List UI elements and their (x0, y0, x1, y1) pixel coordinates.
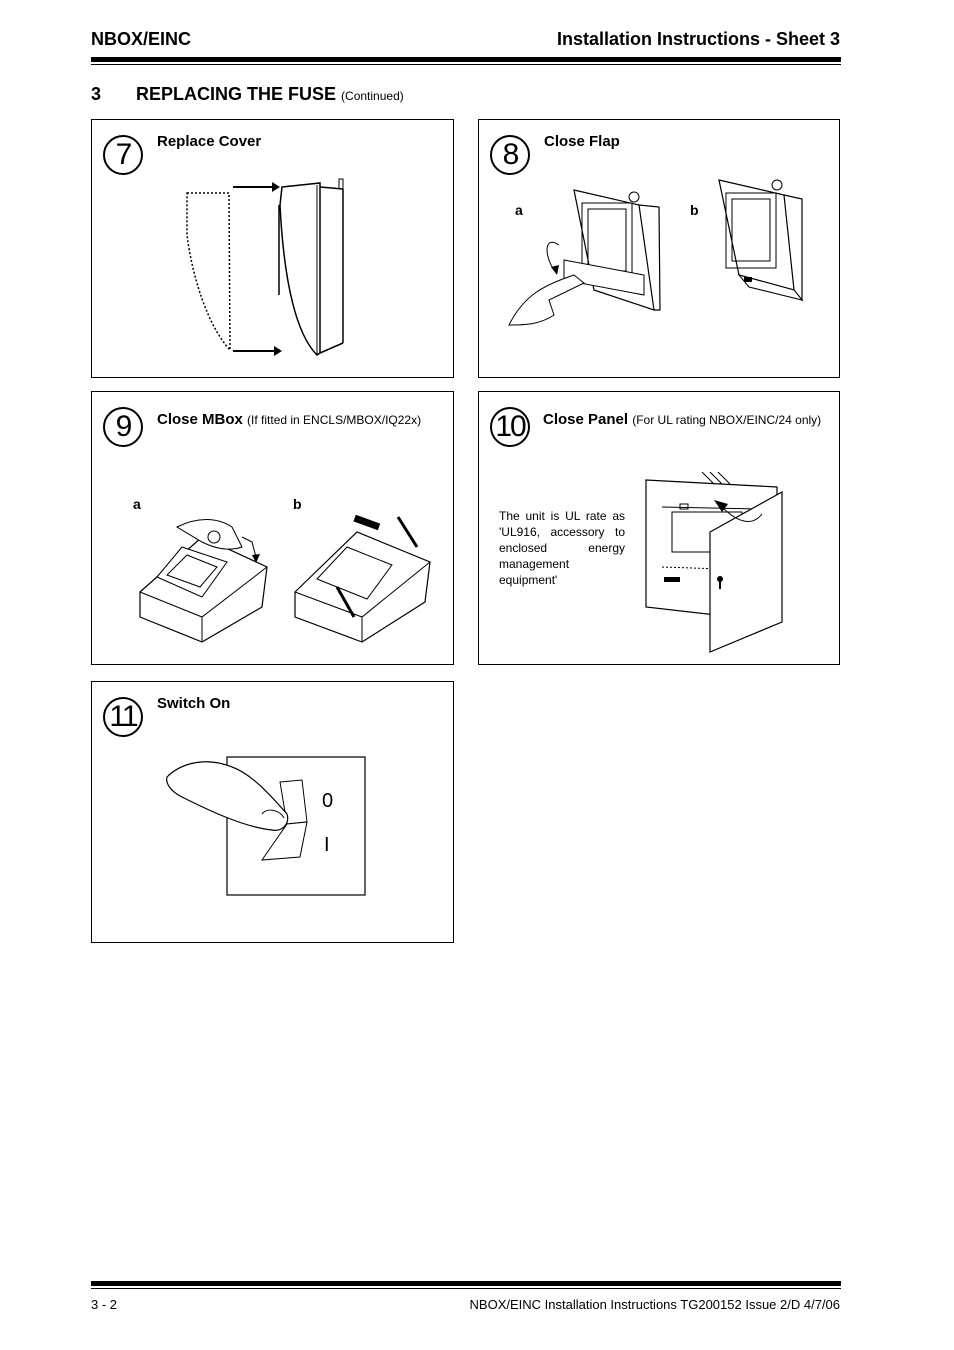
step-8-panel: 8 Close Flap a b (478, 119, 840, 378)
step-9-subtitle: (If fitted in ENCLS/MBOX/IQ22x) (247, 413, 422, 427)
switch-off-mark: 0 (322, 790, 334, 812)
step-7-title: Replace Cover (157, 133, 262, 150)
step-8-label-a: a (515, 202, 523, 218)
sheet-title: Installation Instructions - Sheet 3 (556, 29, 840, 49)
switch-on-mark: I (324, 834, 330, 856)
footer-rule-thin (91, 1288, 841, 1289)
footer-document-reference: NBOX/EINC Installation Instructions TG20… (469, 1297, 840, 1312)
ul-rating-note: The unit is UL rate as 'UL916, accessory… (499, 509, 625, 587)
step-10-number: 10 (490, 407, 530, 447)
footer-rule (91, 1281, 841, 1286)
section-heading: 3 REPLACING THE FUSE (Continued) (91, 84, 404, 105)
replace-cover-illustration (186, 178, 344, 356)
switch-on-illustration (166, 756, 366, 896)
step-7-panel: 7 Replace Cover (91, 119, 454, 378)
document-code: NBOX/EINC (91, 29, 192, 49)
step-9-label-b: b (293, 496, 302, 512)
step-8-label-b: b (690, 202, 699, 218)
step-9-label-a: a (133, 496, 141, 512)
step-9-panel: 9 Close MBox (If fitted in ENCLS/MBOX/IQ… (91, 391, 454, 665)
step-11-number: 11 (103, 697, 143, 737)
page-number: 3 - 2 (91, 1297, 118, 1312)
step-11-panel: 11 Switch On 0 I (91, 681, 454, 943)
section-title: REPLACING THE FUSE (136, 84, 337, 104)
step-8-number: 8 (490, 135, 530, 175)
step-9-title: Close MBox (If fitted in ENCLS/MBOX/IQ22… (157, 411, 421, 428)
step-11-title: Switch On (157, 695, 231, 712)
header-rule (91, 57, 841, 62)
step-7-number: 7 (103, 135, 143, 175)
step-10-title-text: Close Panel (543, 411, 629, 428)
step-9-title-text: Close MBox (157, 411, 243, 428)
close-flap-illustration (508, 179, 804, 326)
close-panel-illustration (645, 472, 783, 653)
step-10-panel: 10 Close Panel (For UL rating NBOX/EINC/… (478, 391, 840, 665)
step-9-number: 9 (103, 407, 143, 447)
section-number: 3 (91, 84, 102, 104)
step-8-title: Close Flap (544, 133, 620, 150)
step-10-subtitle: (For UL rating NBOX/EINC/24 only) (632, 413, 822, 427)
step-10-title: Close Panel (For UL rating NBOX/EINC/24 … (543, 411, 821, 428)
header-rule-thin (91, 64, 841, 65)
close-mbox-illustration (139, 514, 431, 643)
section-continued: (Continued) (341, 89, 404, 103)
